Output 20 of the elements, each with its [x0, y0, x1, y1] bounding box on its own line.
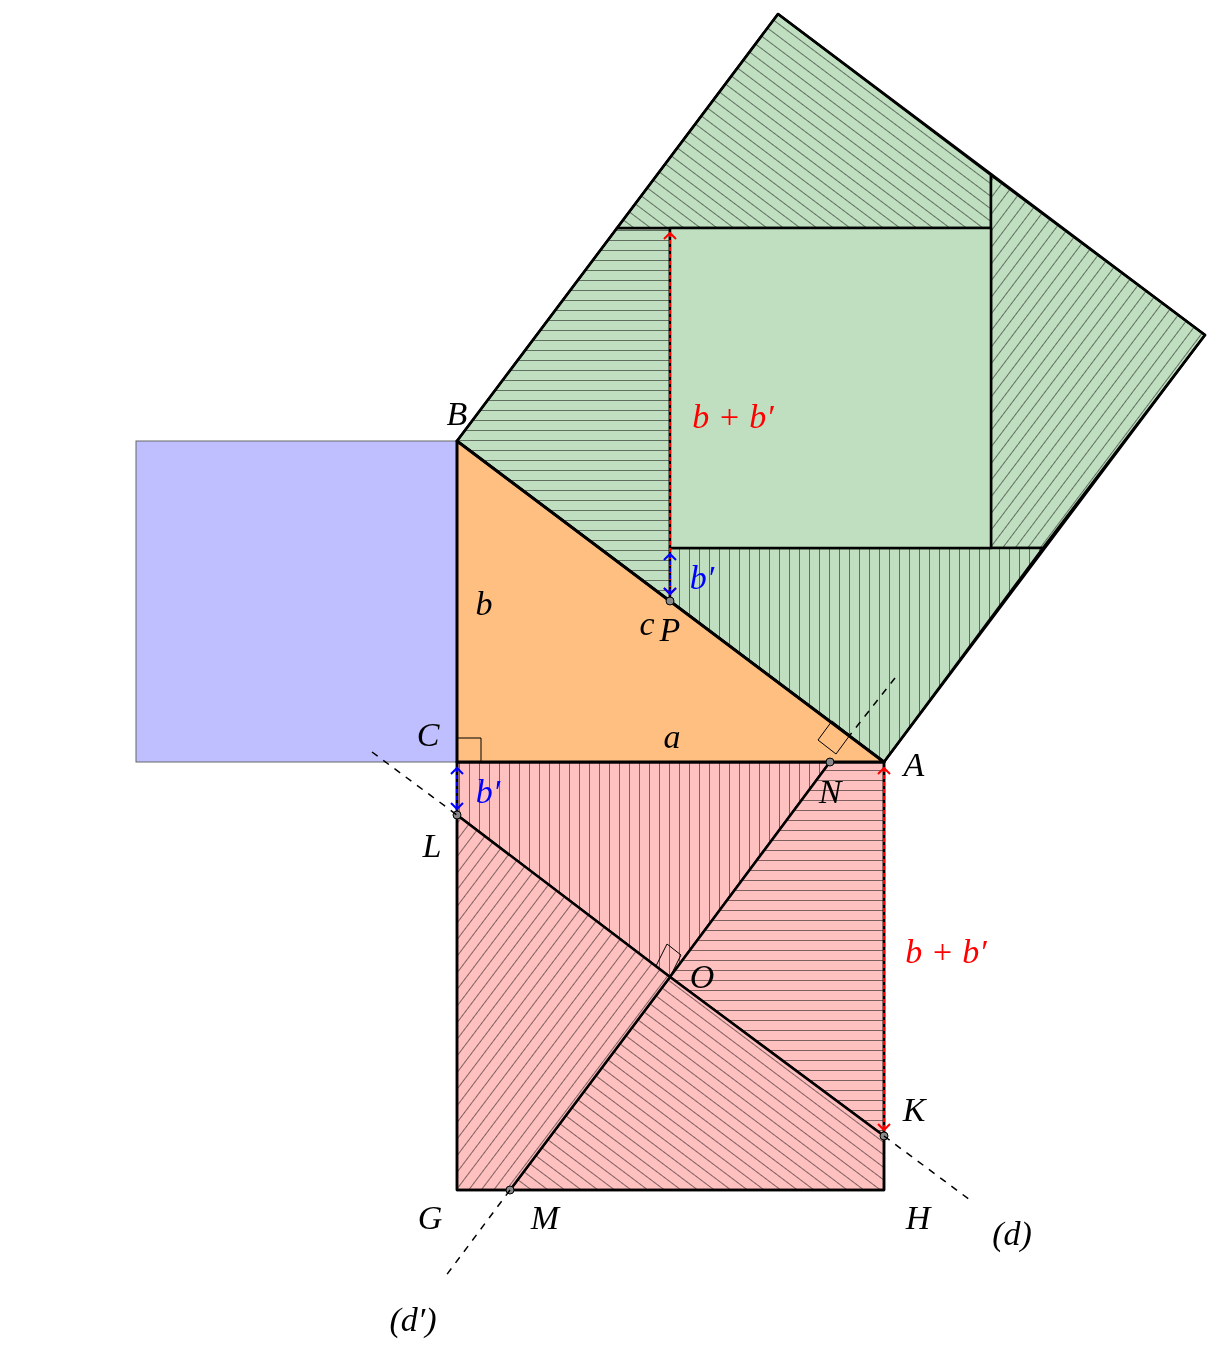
line-label: (d′) — [389, 1303, 437, 1337]
side-label: a — [663, 720, 681, 754]
point-label: O — [689, 960, 715, 994]
point-label: P — [659, 613, 681, 647]
point-label: N — [818, 775, 842, 809]
point-label: B — [446, 397, 468, 431]
dimension-label: b′ — [689, 561, 715, 595]
point-label: L — [422, 829, 442, 863]
side-label: c — [639, 607, 655, 641]
dimension-label: b′ — [475, 775, 501, 809]
point-label: A — [903, 748, 925, 782]
point-label: K — [902, 1093, 926, 1127]
point-label: M — [530, 1201, 560, 1235]
line-label: (d) — [992, 1217, 1032, 1251]
dimension-label: b + b′ — [905, 935, 987, 969]
side-label: b — [475, 587, 493, 621]
point-label: H — [905, 1201, 931, 1235]
point-label: C — [416, 718, 440, 752]
point-label: G — [417, 1201, 443, 1235]
dimension-label: b + b′ — [692, 400, 774, 434]
